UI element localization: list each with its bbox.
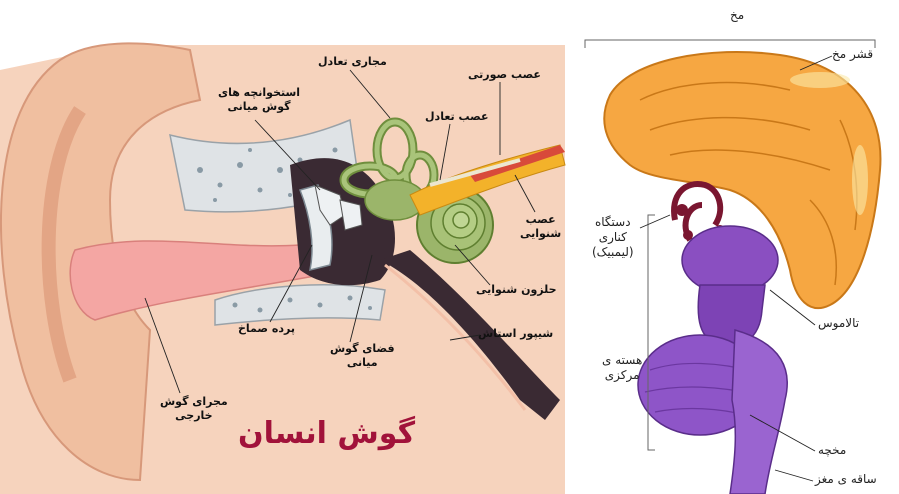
ear-title: گوش انسان (238, 416, 415, 451)
brain-leader-lines (570, 0, 899, 494)
ear-diagram: مجاری تعادل عصب صورتی استخوانچه های گوش … (0, 0, 570, 494)
brain-diagram: مخ قشر مخ دستگاه کناری (لیمبیک) تالاموس … (570, 0, 899, 494)
